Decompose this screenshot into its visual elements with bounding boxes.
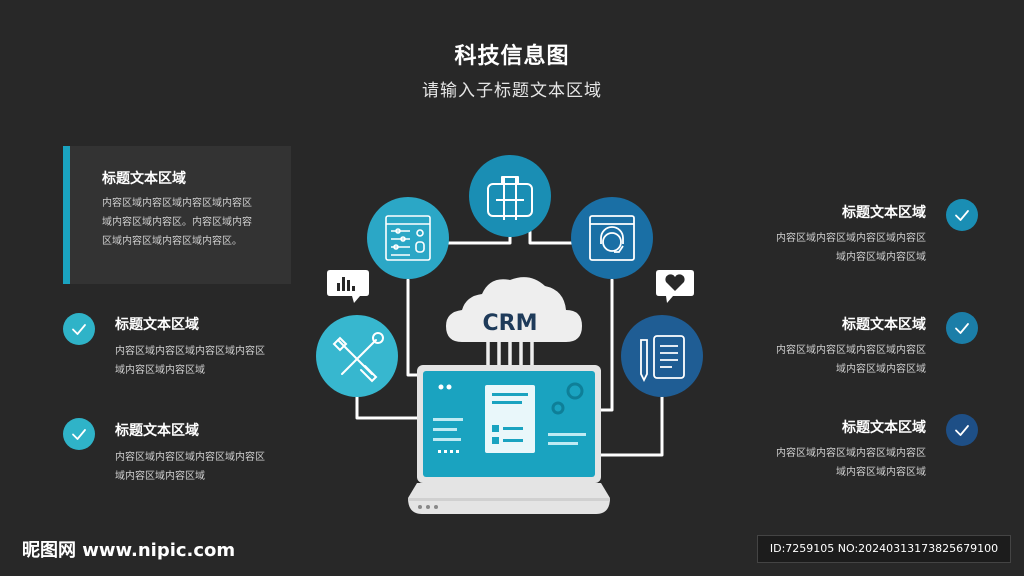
- highlight-accent-bar: [63, 146, 70, 284]
- text-line: 域内容区域内容区域: [836, 364, 926, 375]
- highlight-card: [63, 146, 291, 284]
- check-icon: [946, 414, 978, 446]
- text-line: 域内容区域内容区域: [836, 252, 926, 263]
- right-item-1-text: 内容区域内容区域内容区域内容区 域内容区域内容区域: [740, 229, 926, 267]
- left-item-1-text: 内容区域内容区域内容区域内容区 域内容区域内容区。内容区域内容 区域内容区域内容…: [102, 194, 287, 251]
- text-line: 内容区域内容区域内容区域内容区: [776, 233, 926, 244]
- left-item-3-title: 标题文本区域: [115, 423, 199, 439]
- tablet-pen-icon: [640, 335, 685, 383]
- text-line: 区域内容区域内容区域内容区。: [102, 236, 242, 247]
- crm-illustration: CRM: [316, 155, 703, 514]
- text-line: 内容区域内容区域内容区域内容区: [776, 448, 926, 459]
- text-line: 内容区域内容区域内容区域内容区: [115, 346, 265, 357]
- right-item-2-title: 标题文本区域: [842, 317, 926, 333]
- left-item-2-title: 标题文本区域: [115, 317, 199, 333]
- left-item-2-text: 内容区域内容区域内容区域内容区 域内容区域内容区域: [115, 342, 295, 380]
- watermark-id: ID:7259105 NO:20240313173825679100: [757, 535, 1011, 563]
- form-settings-icon: [385, 215, 431, 261]
- support-node: [571, 197, 653, 279]
- text-line: 内容区域内容区域内容区域内容区: [102, 198, 252, 209]
- form-settings-node: [367, 197, 449, 279]
- tools-icon: [332, 332, 384, 383]
- support-headset-icon: [589, 215, 635, 261]
- check-icon: [946, 199, 978, 231]
- left-item-1-title: 标题文本区域: [102, 171, 186, 187]
- laptop: [408, 365, 610, 514]
- text-line: 域内容区域内容区。内容区域内容: [102, 217, 252, 228]
- check-icon: [63, 418, 95, 450]
- toolbox-icon: [487, 176, 533, 220]
- bar-chart-bubble-icon: [327, 270, 369, 303]
- right-item-2-text: 内容区域内容区域内容区域内容区 域内容区域内容区域: [740, 341, 926, 379]
- text-line: 域内容区域内容区域: [836, 467, 926, 478]
- text-line: 域内容区域内容区域: [115, 471, 205, 482]
- text-line: 内容区域内容区域内容区域内容区: [776, 345, 926, 356]
- watermark-logo: 昵图网 www.nipic.com: [22, 540, 236, 561]
- page-title: 科技信息图: [454, 44, 570, 69]
- left-item-3-text: 内容区域内容区域内容区域内容区 域内容区域内容区域: [115, 448, 295, 486]
- gear-icon: [551, 382, 584, 415]
- page-subtitle: 请输入子标题文本区域: [422, 81, 602, 101]
- right-item-3-title: 标题文本区域: [842, 420, 926, 436]
- heart-bubble-icon: [656, 270, 694, 303]
- connector-lines: [355, 230, 664, 457]
- text-line: 内容区域内容区域内容区域内容区: [115, 452, 265, 463]
- toolbox-node: [469, 155, 551, 237]
- tools-node: [316, 315, 398, 397]
- cloud-label: CRM: [483, 311, 538, 336]
- right-item-3-text: 内容区域内容区域内容区域内容区 域内容区域内容区域: [740, 444, 926, 482]
- crm-cloud: CRM: [446, 277, 582, 369]
- check-icon: [63, 313, 95, 345]
- right-item-1-title: 标题文本区域: [842, 205, 926, 221]
- check-icon: [946, 312, 978, 344]
- text-line: 域内容区域内容区域: [115, 365, 205, 376]
- tablet-node: [621, 315, 703, 397]
